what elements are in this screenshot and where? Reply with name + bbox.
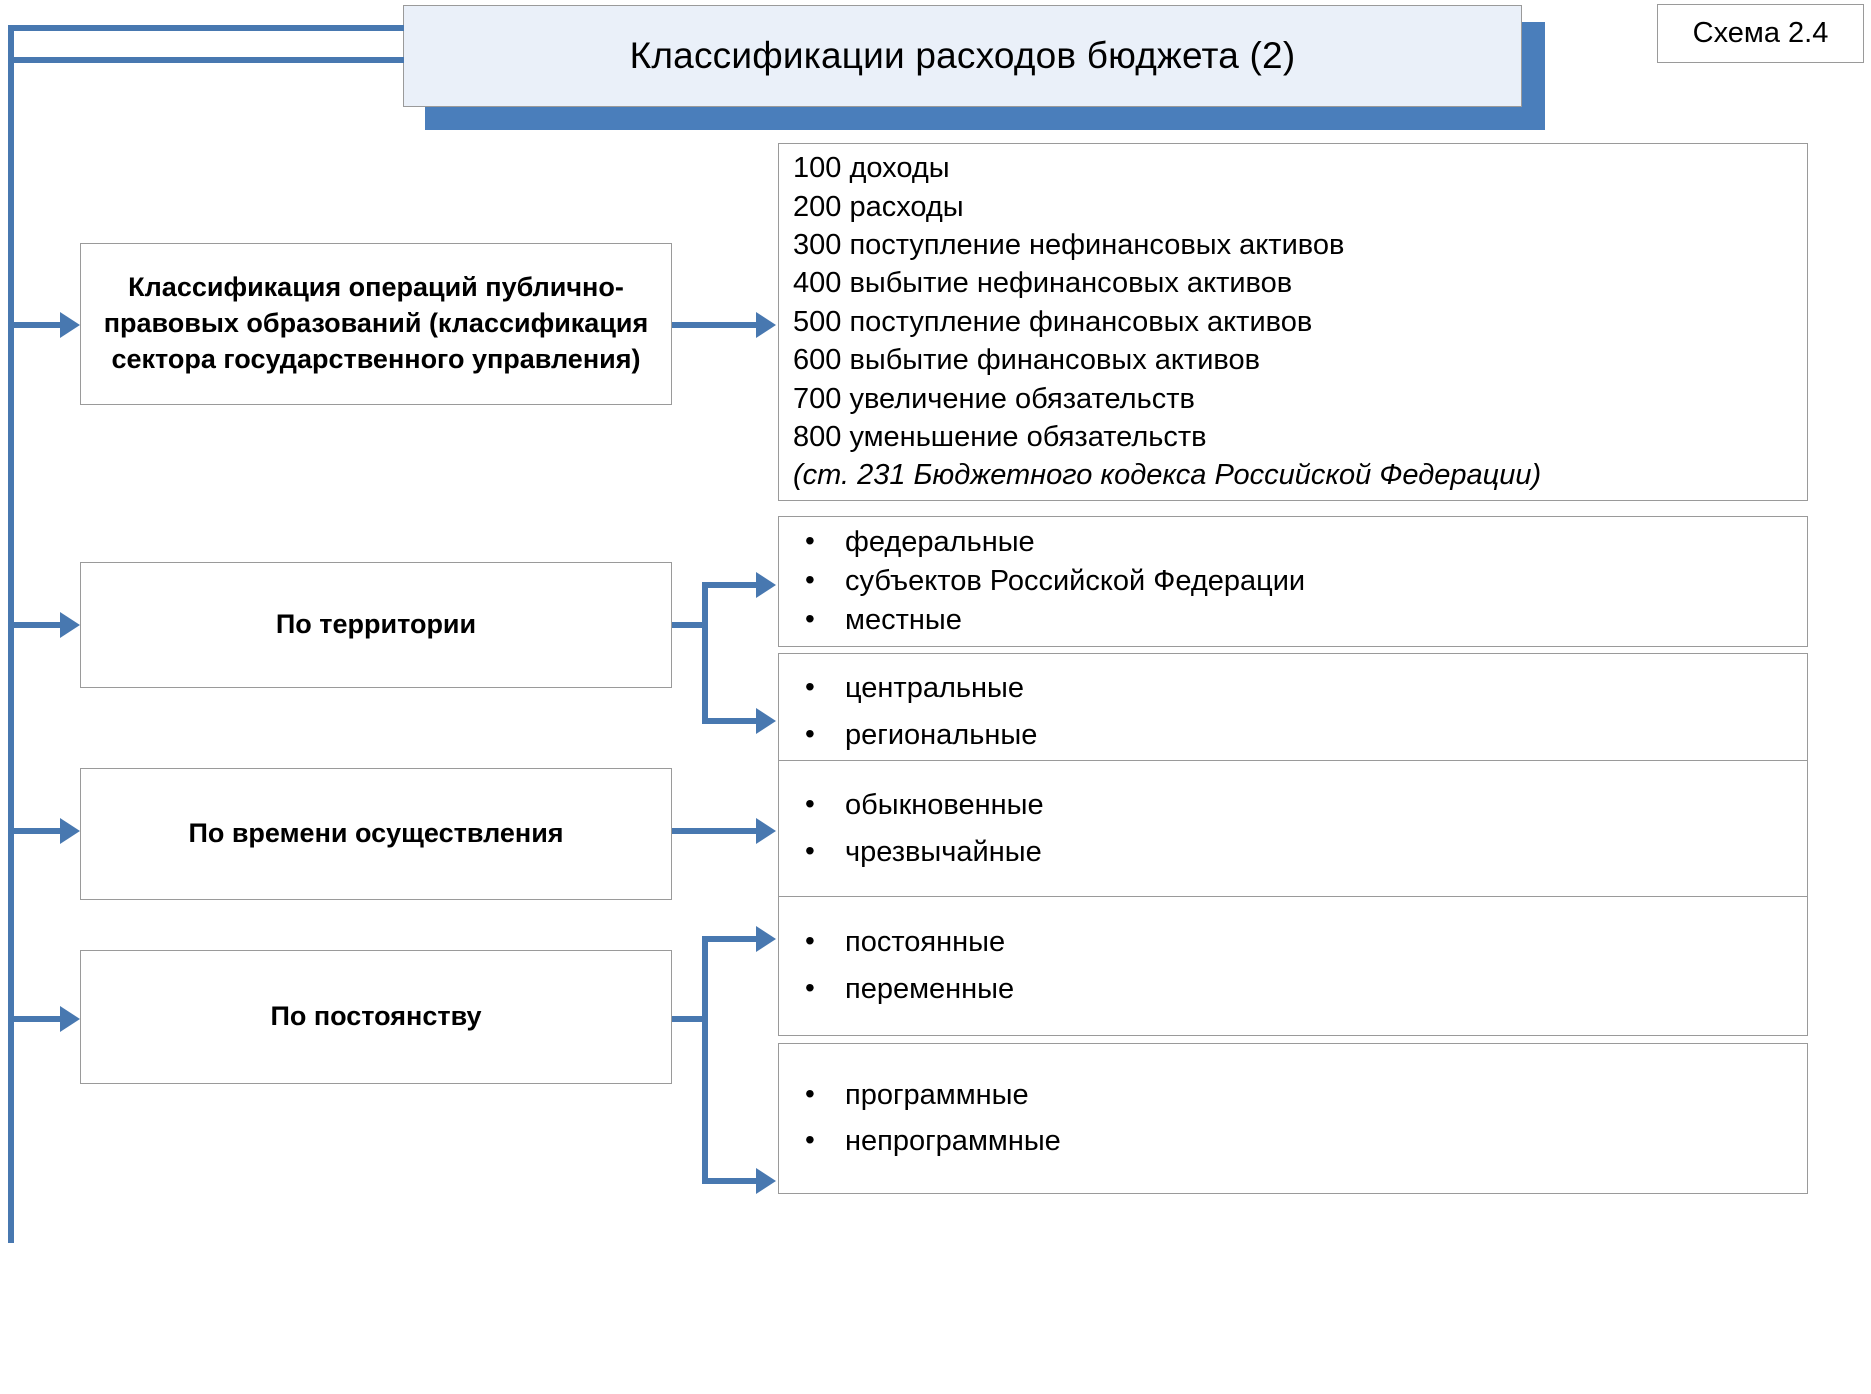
diagram-title-box: Классификации расходов бюджета (2) <box>403 5 1522 107</box>
time-to-list-line <box>672 828 756 834</box>
list-item: федеральные <box>779 522 1807 562</box>
box-time-list: обыкновенные чрезвычайные <box>778 760 1808 898</box>
box-by-permanence: По постоянству <box>80 950 672 1084</box>
list-item: центральные <box>779 668 1807 708</box>
permanence-split-riser <box>702 936 708 1184</box>
branch-3-connector <box>8 828 60 834</box>
permanence-arm-upper <box>702 936 756 942</box>
box-operations-codes: 100 доходы 200 расходы 300 поступление н… <box>778 143 1808 501</box>
territory-arm-upper-arrow <box>756 572 776 598</box>
scheme-label: Схема 2.4 <box>1692 17 1829 49</box>
list-item: субъектов Российской Федерации <box>779 561 1807 601</box>
operation-code-line: 300 поступление нефинансовых активов <box>793 228 1345 261</box>
branch-2-arrow <box>60 612 80 638</box>
list-item: региональные <box>779 714 1807 755</box>
list-item: программные <box>779 1075 1807 1115</box>
permanence-arm-lower <box>702 1178 756 1184</box>
list-item: переменные <box>779 968 1807 1009</box>
operation-code-line: 600 выбытие финансовых активов <box>793 344 1261 377</box>
territory-list-2: центральные региональные <box>779 662 1807 761</box>
list-item: чрезвычайные <box>779 831 1807 872</box>
box-by-time: По времени осуществления <box>80 768 672 900</box>
branch-4-arrow <box>60 1006 80 1032</box>
permanence-list-1: постоянные переменные <box>779 916 1807 1015</box>
territory-split-riser <box>702 582 708 724</box>
scheme-number-box: Схема 2.4 <box>1657 4 1864 63</box>
spine-vertical <box>8 25 14 1243</box>
territory-arm-lower-arrow <box>756 708 776 734</box>
box-permanence-list-1: постоянные переменные <box>778 896 1808 1036</box>
box-by-permanence-label: По постоянству <box>270 1001 482 1032</box>
operations-source-reference: (ст. 231 Бюджетного кодекса Российской Ф… <box>793 459 1542 492</box>
spine-top-horizontal <box>8 57 404 63</box>
list-item: обыкновенные <box>779 785 1807 825</box>
permanence-split-stub <box>672 1016 708 1022</box>
operation-code-line: 700 увеличение обязательств <box>793 382 1195 415</box>
box-by-time-label: По времени осуществления <box>188 818 564 849</box>
branch-1-arrow <box>60 312 80 338</box>
territory-split-stub <box>672 622 708 628</box>
list-item: непрограммные <box>779 1121 1807 1161</box>
operation-code-line: 200 расходы <box>793 190 964 223</box>
operations-to-codes-arrow <box>756 312 776 338</box>
operation-code-line: 100 доходы <box>793 152 950 185</box>
permanence-arm-lower-arrow <box>756 1168 776 1194</box>
box-classification-operations-label: Классификация операций публично-правовых… <box>103 272 649 374</box>
box-by-territory: По территории <box>80 562 672 688</box>
operation-code-line: 500 поступление финансовых активов <box>793 305 1313 338</box>
spine-top-corner <box>8 25 404 31</box>
permanence-list-2: программные непрограммные <box>779 1069 1807 1168</box>
box-classification-operations: Классификация операций публично-правовых… <box>80 243 672 405</box>
territory-arm-upper <box>702 582 756 588</box>
box-permanence-list-2: программные непрограммные <box>778 1043 1808 1194</box>
operation-code-line: 800 уменьшение обязательств <box>793 421 1207 454</box>
permanence-arm-upper-arrow <box>756 926 776 952</box>
branch-1-connector <box>8 322 60 328</box>
box-by-territory-label: По территории <box>275 609 477 640</box>
list-item: местные <box>779 600 1807 640</box>
box-territory-list-2: центральные региональные <box>778 653 1808 771</box>
operations-to-codes-line <box>672 322 756 328</box>
territory-list-1: федеральные субъектов Российской Федерац… <box>779 522 1807 640</box>
territory-arm-lower <box>702 718 756 724</box>
page-title: Классификации расходов бюджета (2) <box>629 35 1296 76</box>
time-to-list-arrow <box>756 818 776 844</box>
box-territory-list-1: федеральные субъектов Российской Федерац… <box>778 516 1808 647</box>
operation-code-line: 400 выбытие нефинансовых активов <box>793 267 1293 300</box>
branch-3-arrow <box>60 818 80 844</box>
branch-4-connector <box>8 1016 60 1022</box>
time-list: обыкновенные чрезвычайные <box>779 779 1807 878</box>
branch-2-connector <box>8 622 60 628</box>
list-item: постоянные <box>779 922 1807 962</box>
